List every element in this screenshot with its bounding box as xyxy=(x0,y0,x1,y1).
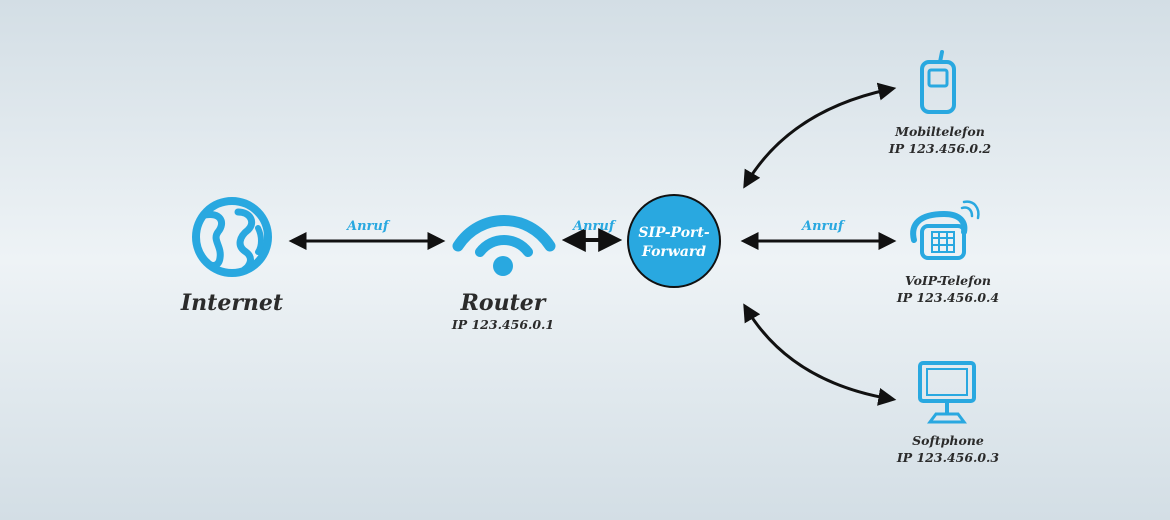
softphone-name: Softphone xyxy=(912,433,984,448)
edge-label-internet-router: Anruf xyxy=(347,219,389,234)
edge-label-router-sip: Anruf xyxy=(573,219,615,234)
wifi-icon xyxy=(452,215,556,276)
sip-node-line1: SIP-Port- xyxy=(638,225,710,241)
sip-port-forward-node xyxy=(627,194,721,288)
softphone-label: Softphone IP 123.456.0.3 xyxy=(886,432,1010,466)
globe-icon xyxy=(192,197,272,277)
voip-name: VoIP-Telefon xyxy=(905,273,991,288)
edge-label-sip-voip: Anruf xyxy=(802,219,844,234)
internet-label: Internet xyxy=(180,290,284,316)
arrow-sip-softphone xyxy=(743,303,897,406)
softphone-ip: IP 123.456.0.3 xyxy=(896,450,1000,465)
arrow-sip-mobile xyxy=(743,82,897,189)
router-ip: IP 123.456.0.1 xyxy=(451,317,555,332)
mobile-phone-icon xyxy=(920,50,956,114)
desk-phone-icon xyxy=(910,200,980,260)
mobile-ip: IP 123.456.0.2 xyxy=(888,141,992,156)
voip-ip: IP 123.456.0.4 xyxy=(896,290,1000,305)
sip-node-text: SIP-Port- Forward xyxy=(628,224,720,262)
voip-label: VoIP-Telefon IP 123.456.0.4 xyxy=(886,272,1010,306)
mobile-label: Mobiltelefon IP 123.456.0.2 xyxy=(878,123,1002,157)
sip-node-line2: Forward xyxy=(641,244,707,260)
monitor-icon xyxy=(918,361,976,424)
router-label: Router xyxy=(460,290,546,316)
mobile-name: Mobiltelefon xyxy=(895,124,985,139)
